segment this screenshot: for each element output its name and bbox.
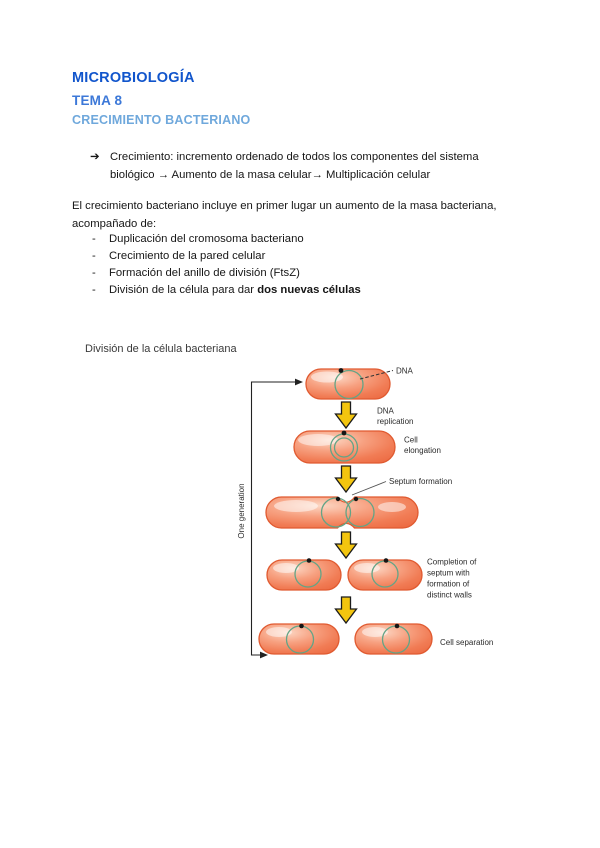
one-generation-label: One generation [237,483,246,538]
dna-ring [345,497,375,528]
dna-dot [299,623,304,629]
doc-section-title: CRECIMIENTO BACTERIANO [72,113,251,127]
paragraph-line-1: El crecimiento bacteriano incluye en pri… [72,200,497,212]
cell-elongation-label: elongation [404,446,441,455]
down-arrow-icon [334,465,358,493]
dna-ring [320,497,352,528]
completion-label: septum with [427,569,470,578]
intro-bullet: ➔ Crecimiento: incremento ordenado de tod… [90,148,479,184]
cell-stage-1: DNA [305,367,414,400]
binary-fission-diagram: One generation DNA DNA replication Cell … [237,367,493,659]
list-item: - Crecimiento de la pared celular [92,248,361,265]
list-item-text: Duplicación del cromosoma bacteriano [109,233,304,245]
list-item: - Duplicación del cromosoma bacteriano [92,231,361,248]
dna-dot [335,496,341,502]
dna-replication-label: DNA [377,407,395,416]
septum-formation-label: Septum formation [389,477,452,486]
intro-bullet-line-2: biológico → Aumento de la masa celular→ … [90,166,479,184]
dna-replication-label: replication [377,417,413,426]
cell-stage-2 [293,430,396,464]
completion-label: formation of [427,580,470,589]
list-item-bold: dos nuevas células [257,284,361,296]
one-generation-bracket: One generation [237,378,303,659]
doc-title: MICROBIOLOGÍA [72,70,195,86]
paragraph: El crecimiento bacteriano incluye en pri… [72,197,497,233]
dash-marker: - [92,284,96,296]
list-item-text: Formación del anillo de división (FtsZ) [109,267,300,279]
dna-label: DNA [396,367,414,376]
cell-stage-5 [258,623,433,655]
dna-ring [334,369,364,400]
dash-marker: - [92,250,96,262]
completion-label: Completion of [427,558,477,567]
down-arrow-icon [334,531,358,559]
cell-stage-3 [265,495,419,530]
dash-marker: - [92,267,96,279]
dna-dot [383,558,389,563]
doc-subtitle: TEMA 8 [72,93,123,108]
septum-pointer-line [351,481,387,496]
dna-dot [353,496,359,502]
intro-bullet-text-2: biológico → Aumento de la masa celular→ … [110,169,431,181]
intro-bullet-text-1: Crecimiento: incremento ordenado de todo… [110,151,479,163]
cell-elongation-label: Cell [404,436,418,445]
completion-label: distinct walls [427,591,472,600]
cell-separation-label: Cell separation [440,638,493,647]
dna-dot [394,623,400,629]
cell-stage-4 [266,558,423,591]
down-arrow-icon [334,401,358,429]
arrow-bullet-icon: ➔ [90,151,100,163]
dna-pointer-line [359,370,394,380]
list-item: - División de la célula para dar dos nuev… [92,282,361,299]
dna-dot [341,430,347,436]
dna-ring [333,437,355,458]
dna-dot [338,368,344,373]
list-item-text: División de la célula para dar [109,284,258,296]
down-arrow-icon [334,596,358,624]
figure-title: División de la célula bacteriana [85,343,237,355]
dash-marker: - [92,233,96,245]
dna-dot [306,558,312,563]
dash-list: - Duplicación del cromosoma bacteriano - C… [92,231,361,299]
intro-bullet-line-1: ➔ Crecimiento: incremento ordenado de tod… [90,148,479,166]
list-item-text: Crecimiento de la pared celular [109,250,266,262]
paragraph-line-2: acompañado de: [72,218,157,230]
list-item: - Formación del anillo de división (FtsZ) [92,265,361,282]
